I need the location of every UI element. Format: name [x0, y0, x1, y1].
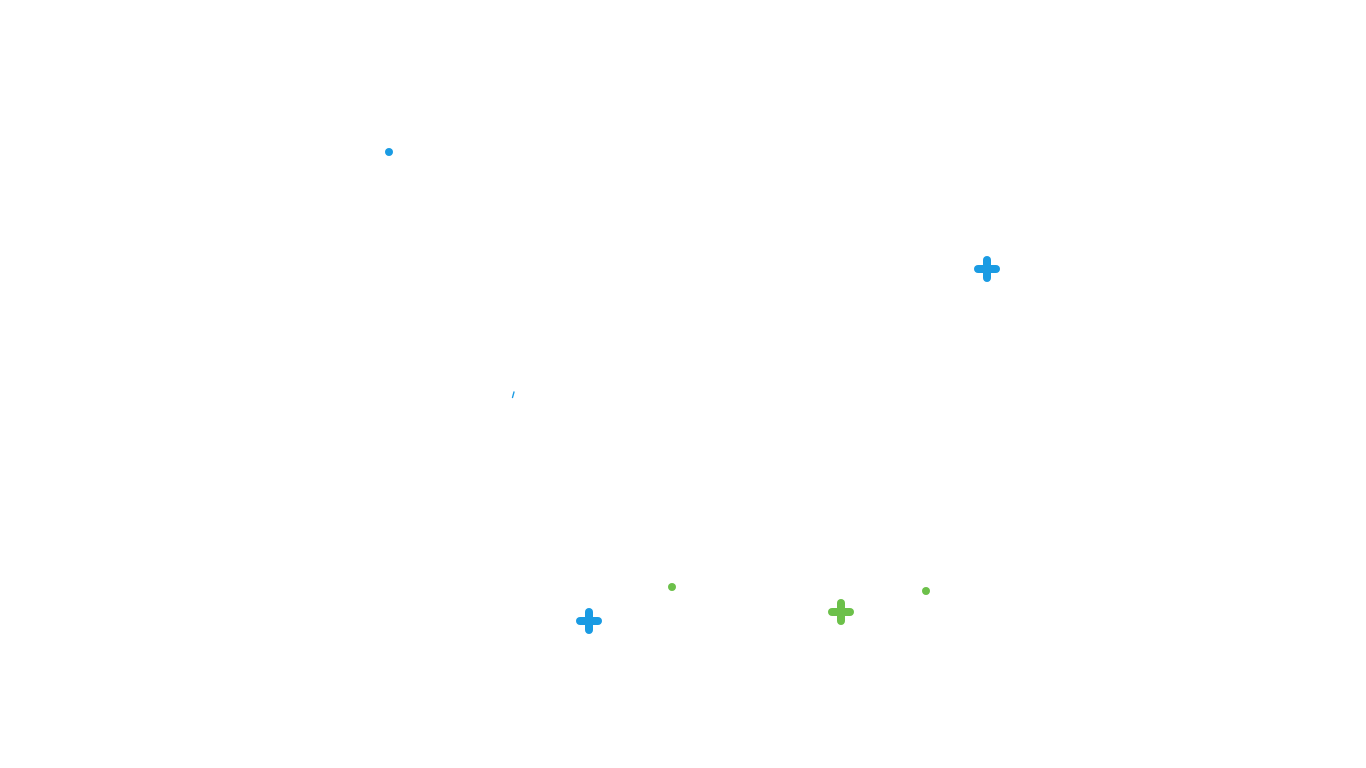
blue-dot-icon — [385, 148, 393, 156]
blue-plus-icon — [576, 608, 602, 634]
green-dot-icon — [668, 583, 676, 591]
blue-tick-icon — [511, 391, 515, 399]
green-plus-icon — [828, 599, 854, 625]
green-dot-icon — [922, 587, 930, 595]
blue-plus-icon — [974, 256, 1000, 282]
